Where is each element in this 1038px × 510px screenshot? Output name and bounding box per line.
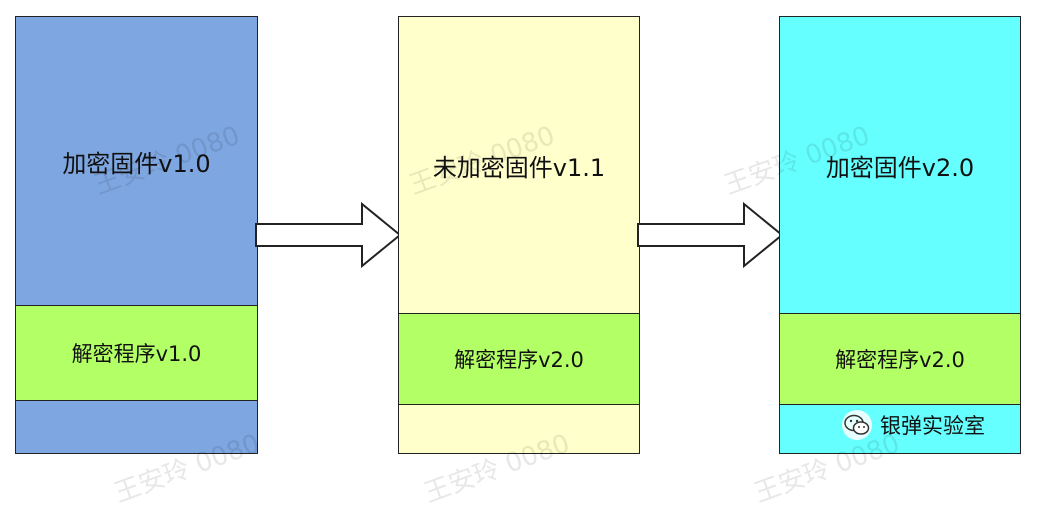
block-2-sub-label: 解密程序v2.0 xyxy=(399,313,639,405)
block-3-main-label: 加密固件v2.0 xyxy=(825,153,975,182)
wechat-icon xyxy=(842,410,872,440)
block-1-sub-label: 解密程序v1.0 xyxy=(16,305,257,401)
firmware-block-2: 未加密固件v1.1 解密程序v2.0 xyxy=(398,16,640,454)
block-3-sub-label: 解密程序v2.0 xyxy=(780,313,1020,405)
block-1-main-label: 加密固件v1.0 xyxy=(62,149,211,178)
arrow-right-1 xyxy=(255,201,402,269)
firmware-block-1: 加密固件v1.0 解密程序v1.0 xyxy=(15,16,258,454)
brand-mark: 银弹实验室 xyxy=(842,410,985,440)
brand-name: 银弹实验室 xyxy=(880,414,985,438)
block-2-main-label: 未加密固件v1.1 xyxy=(432,153,606,182)
firmware-block-3: 加密固件v2.0 解密程序v2.0 xyxy=(779,16,1021,454)
arrow-right-2 xyxy=(637,201,784,269)
